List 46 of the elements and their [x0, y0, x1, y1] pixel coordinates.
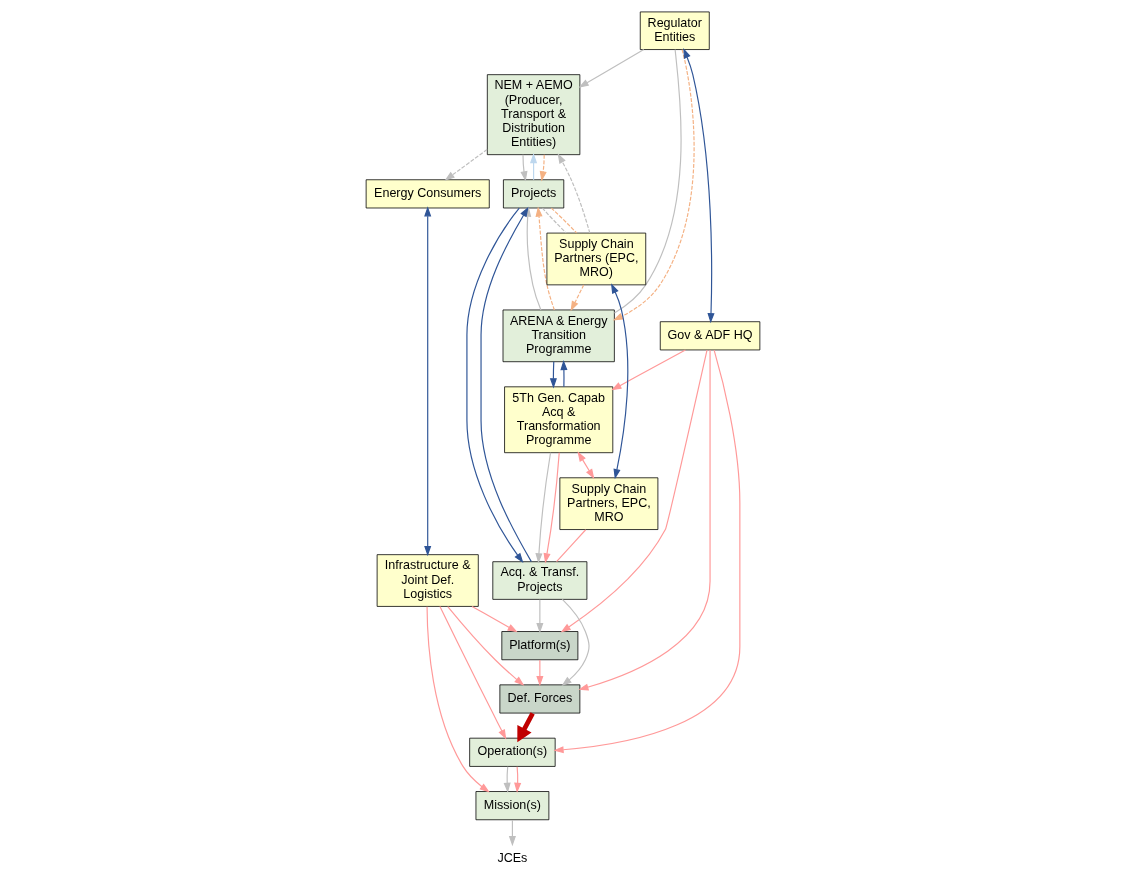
node-box: Platform(s)	[501, 631, 579, 661]
arrow	[439, 605, 507, 740]
node-box: Gov & ADF HQ	[659, 321, 761, 351]
arrow	[426, 606, 490, 793]
connector	[550, 207, 578, 234]
node-box: Infrastructure & Joint Def. Logistics	[376, 554, 479, 607]
node-text: JCEs	[497, 850, 528, 865]
connector	[613, 49, 682, 314]
arrow	[535, 452, 552, 564]
node-box: Operation(s)	[469, 737, 556, 767]
node-box: Mission(s)	[475, 791, 550, 821]
arrow	[517, 712, 535, 743]
node-box: Projects	[503, 179, 565, 209]
node-box: Energy Consumers	[365, 179, 490, 209]
arrow	[539, 154, 547, 182]
arrow	[535, 206, 555, 311]
arrow	[444, 148, 488, 181]
node-box: ARENA & Energy Transition Programme	[502, 309, 615, 363]
arrow	[577, 451, 595, 480]
arrow	[466, 207, 524, 564]
node-box: Supply Chain Partners (EPC, MRO)	[546, 232, 647, 286]
node-box: NEM + AEMO (Producer, Transport & Distribution Entities)	[486, 74, 581, 156]
arrow	[424, 206, 432, 557]
node-box: Supply Chain Partners, EPC, MRO	[559, 477, 659, 530]
connector	[555, 529, 587, 563]
arrow	[612, 49, 695, 321]
arrow	[543, 452, 560, 564]
arrow	[570, 284, 585, 312]
arrow	[578, 349, 711, 691]
arrow	[578, 49, 645, 88]
node-box: Acq. & Transf. Projects	[492, 561, 588, 600]
arrow	[520, 154, 528, 182]
arrow	[536, 599, 544, 634]
arrow	[557, 153, 591, 234]
arrow	[471, 605, 518, 633]
arrow	[536, 659, 544, 687]
connector	[541, 207, 567, 234]
arrow	[611, 349, 686, 391]
arrow	[611, 283, 629, 480]
arrow	[683, 48, 715, 324]
arrow	[447, 605, 525, 686]
node-box: Regulator Entities	[639, 11, 710, 50]
node-box: Def. Forces	[499, 684, 581, 714]
arrow	[560, 360, 568, 388]
node-box: 5Th Gen. Capab Acq & Transformation Programme	[504, 386, 614, 454]
arrow	[561, 598, 590, 686]
